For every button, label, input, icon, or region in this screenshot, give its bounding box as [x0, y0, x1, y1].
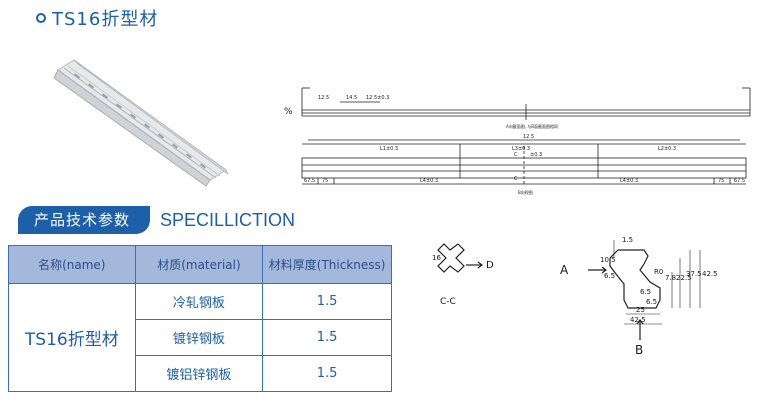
dim-label: 7.8	[665, 274, 676, 282]
material-cell: 镀锌钢板	[134, 319, 264, 356]
technical-drawing-top: 12.5 14.5 12.5±0.3 % A向截面图, 与B面截面图相同 12.…	[284, 87, 751, 195]
dim-label: 1.5	[622, 236, 633, 244]
dim-label: 37.5	[686, 270, 702, 278]
dim-label: 67.5	[734, 178, 745, 184]
dim-label: 6.5	[640, 288, 651, 296]
dim-label: 25	[636, 306, 645, 314]
dim-label: L3±0.3	[512, 146, 530, 152]
drawing-note-top: A向截面图, 与B面截面图相同	[506, 123, 558, 129]
slope-label: %	[284, 107, 293, 117]
spec-table: 名称(name) 材质(material) 材料厚度(Thickness) TS…	[8, 245, 392, 392]
dim-label: ±0.3	[530, 152, 542, 158]
dim-label: R0	[654, 268, 663, 276]
spec-section-pill: 产品技术参数	[18, 206, 151, 234]
dim-label: 42.5	[702, 270, 718, 278]
dim-label: 6.5	[646, 298, 657, 306]
header-name: 名称(name)	[8, 245, 136, 284]
header-thickness: 材料厚度(Thickness)	[262, 245, 392, 284]
spec-section-english: SPECILLICTION	[160, 209, 296, 230]
cut-label: C	[514, 152, 518, 158]
technical-drawing-sections: 16 D C-C A B 1.5 10.5 6.5 6.5 R0 7.8 22.…	[432, 236, 718, 357]
page-title: TS16折型材	[36, 4, 158, 32]
dim-label: L2±0.3	[658, 146, 676, 152]
dim-label: 12.5	[318, 95, 329, 101]
dim-label: 6.5	[604, 272, 615, 280]
dim-label: 75	[322, 178, 328, 184]
drawing-note-bottom: B向视图	[518, 189, 533, 195]
header-material: 材质(material)	[134, 245, 264, 284]
dim-label: 14.5	[346, 95, 357, 101]
product-name-cell: TS16折型材	[8, 283, 136, 392]
thickness-cell: 1.5	[262, 319, 392, 356]
spec-section-heading: 产品技术参数 SPECILLICTION	[18, 205, 295, 235]
table-header-row: 名称(name) 材质(material) 材料厚度(Thickness)	[8, 245, 392, 284]
product-image	[53, 59, 229, 186]
section-label: C-C	[440, 297, 456, 307]
dim-label: L1±0.3	[380, 146, 398, 152]
page-title-text: TS16折型材	[52, 9, 159, 30]
dim-label: L4±0.3	[420, 178, 438, 184]
table-row: TS16折型材 冷轧钢板 1.5	[8, 283, 392, 392]
circle-bullet-icon	[36, 13, 46, 23]
thickness-cell: 1.5	[262, 283, 392, 320]
thickness-cell: 1.5	[262, 355, 392, 392]
table-row: 镀锌钢板 1.5	[9, 319, 392, 356]
view-arrow-b: B	[635, 343, 643, 357]
dim-label: 75	[718, 178, 724, 184]
material-cell: 镀铝锌钢板	[134, 355, 264, 392]
dim-label: 10.5	[600, 256, 616, 264]
table-row: 镀铝锌钢板 1.5	[9, 355, 392, 392]
view-arrow-d: D	[486, 260, 494, 271]
cut-label: C	[514, 176, 518, 182]
dim-label: 12.5	[523, 134, 534, 140]
material-cell: 冷轧钢板	[134, 283, 264, 320]
view-arrow-a: A	[560, 263, 569, 277]
dim-label: 22.5	[676, 274, 692, 282]
dim-label: 67.5	[304, 178, 315, 184]
dim-label: 42.5	[630, 316, 646, 324]
dim-label: L4±0.3	[620, 178, 638, 184]
dim-label: 16	[432, 254, 441, 262]
dim-label: 12.5±0.3	[366, 95, 389, 101]
